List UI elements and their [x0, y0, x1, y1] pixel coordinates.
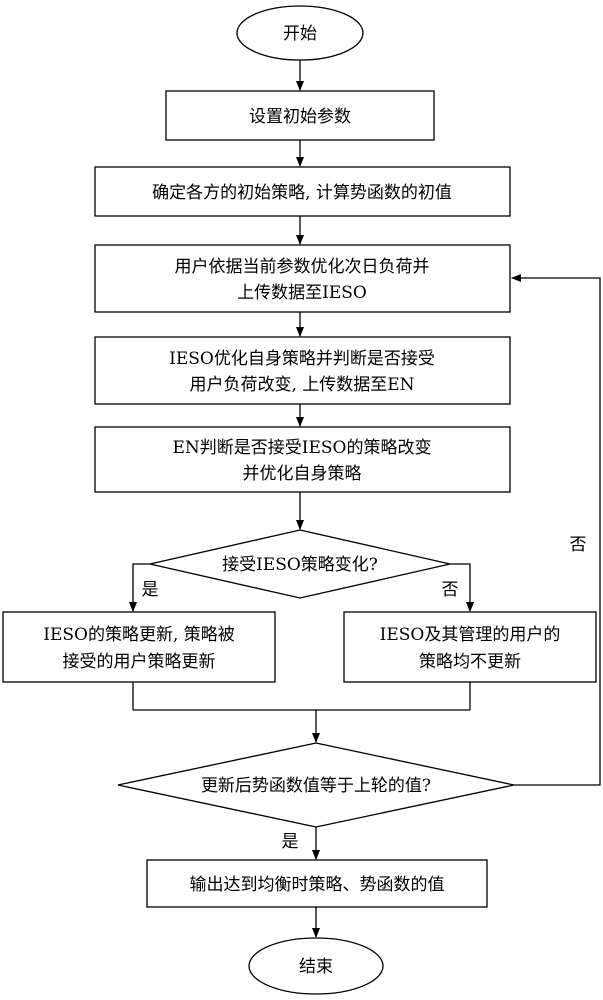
end-label: 结束 [299, 957, 333, 977]
output-label: 输出达到均衡时策略、势函数的值 [190, 875, 445, 895]
decision-accept-ieso [149, 529, 451, 599]
init-strategy-label: 确定各方的初始策略, 计算势函数的初值 [152, 183, 452, 203]
ieso-optimize-line2: 用户负荷改变, 上传数据至EN [189, 375, 414, 395]
start-label: 开始 [283, 24, 317, 44]
strategy-not-updated-line1: IESO及其管理的用户的 [380, 625, 561, 645]
arrow-decision1-yes [129, 563, 150, 612]
decision2-yes-label: 是 [282, 832, 299, 852]
set-params-box [165, 90, 435, 141]
arrow-decision1-no [450, 563, 474, 612]
decision1-yes-label: 是 [142, 580, 159, 600]
set-params-label: 设置初始参数 [249, 107, 351, 127]
decision-potential-equal-label: 更新后势函数值等于上轮的值? [201, 776, 431, 796]
strategy-updated-line2: 接受的用户策略更新 [63, 652, 216, 672]
user-optimize-line2: 上传数据至IESO [237, 283, 367, 303]
decision-accept-ieso-label: 接受IESO策略变化? [222, 555, 378, 575]
strategy-not-updated-box [343, 611, 597, 683]
end-node [248, 937, 384, 995]
output-box [146, 859, 488, 908]
en-judge-line1: EN判断是否接受IESO的策略改变 [173, 438, 432, 458]
strategy-not-updated-line2: 策略均不更新 [419, 652, 521, 672]
strategy-updated-line1: IESO的策略更新, 策略被 [43, 625, 235, 645]
en-judge-box [94, 426, 511, 493]
strategy-updated-box [2, 611, 276, 683]
user-optimize-line1: 用户依据当前参数优化次日负荷并 [175, 257, 430, 277]
ieso-optimize-line1: IESO优化自身策略并判断是否接受 [169, 349, 435, 369]
en-judge-line2: 并优化自身策略 [243, 464, 362, 484]
arrow-decision2-no-loop [511, 274, 601, 786]
user-optimize-box [94, 244, 511, 313]
ieso-optimize-box [94, 336, 511, 405]
init-strategy-box [94, 166, 511, 217]
decision2-no-label: 否 [570, 535, 587, 555]
decision1-no-label: 否 [442, 580, 459, 600]
